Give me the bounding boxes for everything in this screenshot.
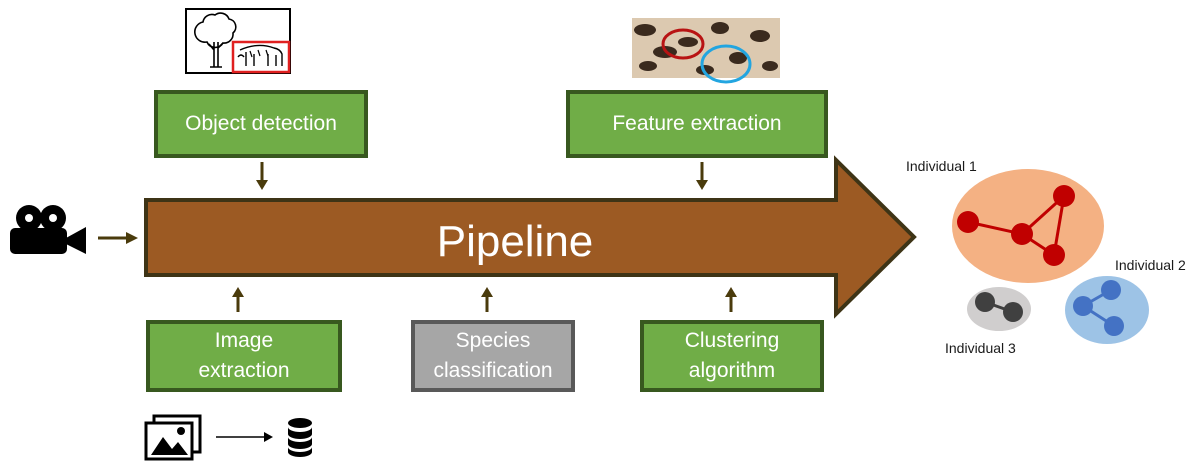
clustering-algorithm-box: Clustering algorithm: [640, 320, 824, 392]
video-camera-icon: [10, 205, 86, 254]
export-arrow: [216, 432, 273, 442]
tree-tiger-detection-icon: [185, 8, 291, 74]
database-icon: [288, 418, 312, 457]
image-extraction-label: Image extraction: [198, 329, 290, 382]
arrow-image-extraction-up: [232, 287, 244, 312]
arrow-clustering-up: [725, 287, 737, 312]
cluster-individual-3: [967, 287, 1031, 331]
species-classification-box: Species classification: [411, 320, 575, 392]
image-gallery-icon: [144, 414, 202, 461]
pipeline-arrow: [144, 155, 917, 319]
cluster-individual-2: [1065, 276, 1149, 344]
cluster-individual-1: [952, 169, 1104, 283]
clustering-algorithm-label: Clustering algorithm: [684, 329, 780, 382]
individual-3-label: Individual 3: [945, 340, 1016, 356]
individual-2-label: Individual 2: [1115, 257, 1186, 273]
feature-extraction-box: Feature extraction: [566, 90, 828, 158]
individual-1-label: Individual 1: [906, 158, 977, 174]
arrow-object-detection-down: [256, 162, 268, 190]
input-arrow: [98, 232, 138, 244]
object-detection-box: Object detection: [154, 90, 368, 158]
pipeline-label: Pipeline: [436, 217, 594, 266]
feature-extraction-label: Feature extraction: [612, 112, 782, 135]
arrow-feature-extraction-down: [696, 162, 708, 190]
arrow-species-classification-up: [481, 287, 493, 312]
spot-pattern-icon: [632, 18, 780, 84]
object-detection-label: Object detection: [185, 112, 337, 135]
image-extraction-box: Image extraction: [146, 320, 342, 392]
species-classification-label: Species classification: [433, 329, 553, 382]
